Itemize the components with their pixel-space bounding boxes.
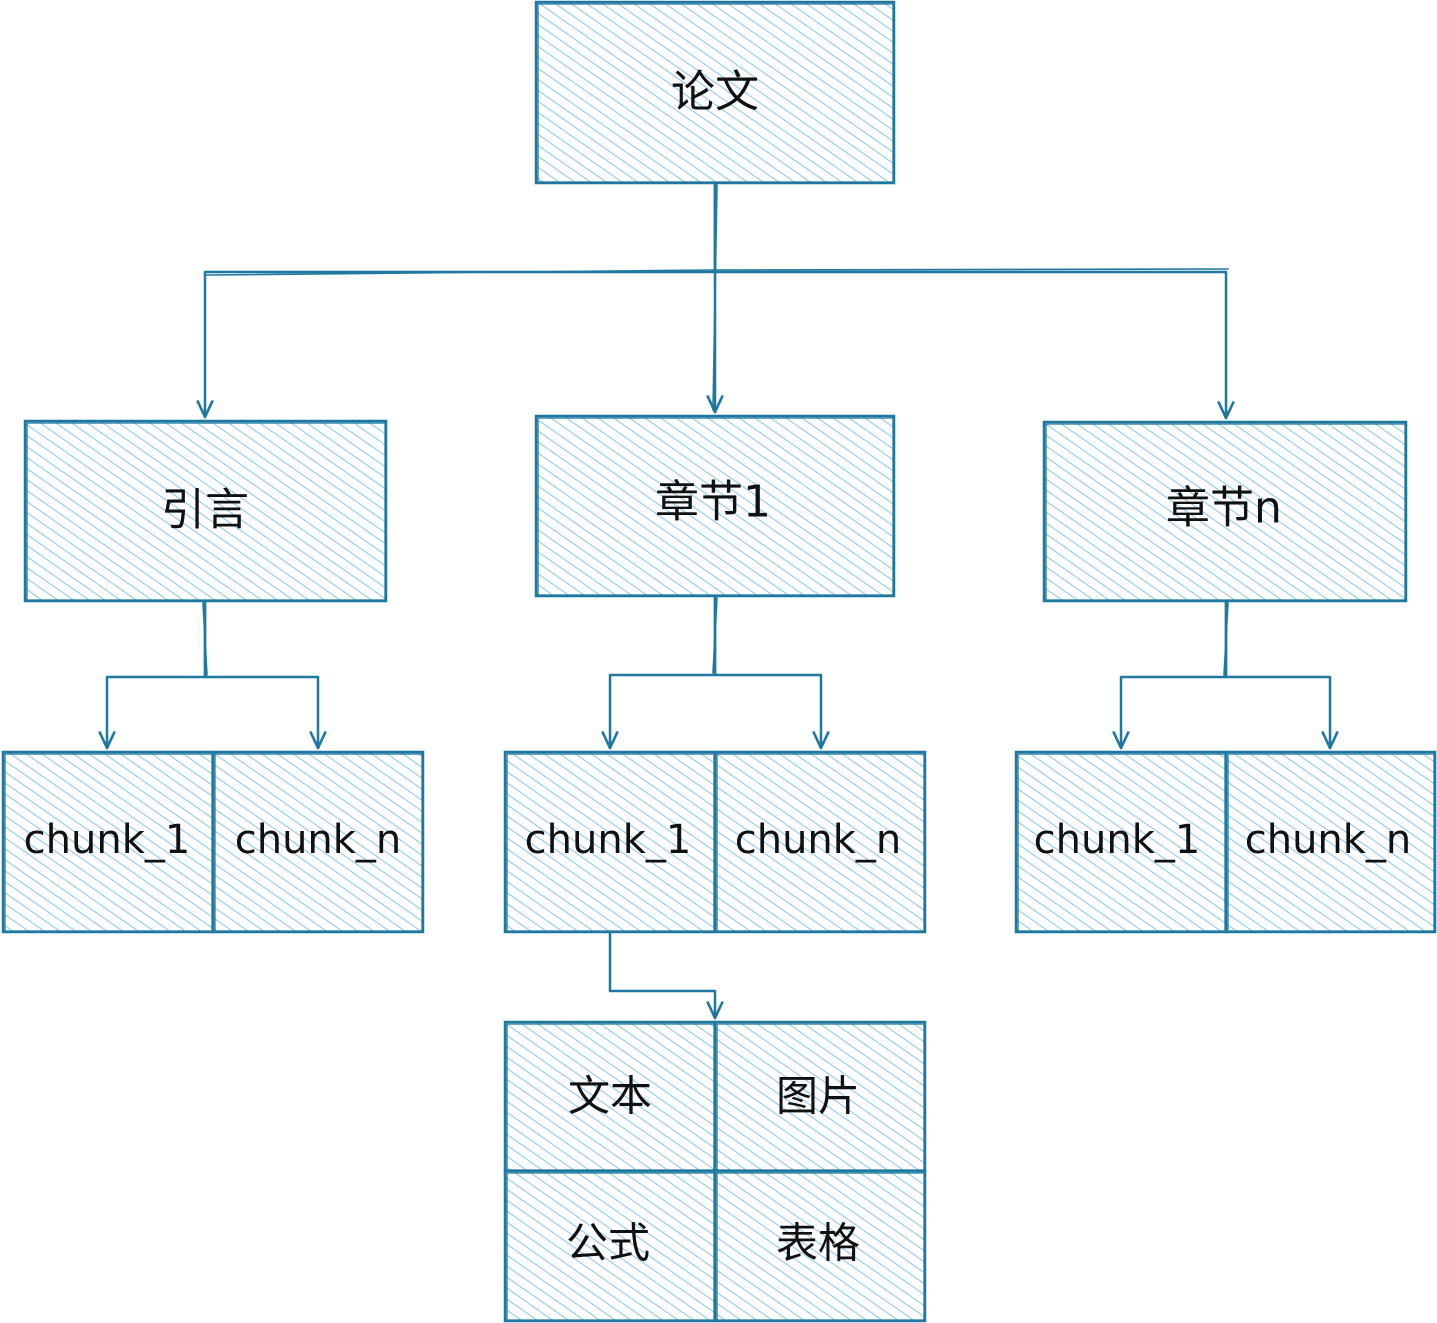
content-formula-label: 公式: [566, 1219, 650, 1268]
intro-chunk-n: chunk_n: [211, 750, 425, 934]
node-section-n: 章节n: [1042, 420, 1408, 603]
edge-paper-to-intro: [196, 181, 717, 419]
content-image-label: 图片: [776, 1072, 860, 1121]
edge-chunk-1-to-content: [608, 930, 724, 1020]
section-1-chunk-1: chunk_1: [503, 750, 717, 934]
section-n-chunk-n: chunk_n: [1224, 750, 1437, 934]
edge-sketch-stroke: [206, 268, 1229, 276]
edge-sketch-stroke: [1223, 602, 1229, 676]
section-n-chunk-1: chunk_1: [1014, 750, 1228, 934]
intro-chunk-group: chunk_1 chunk_n: [1, 750, 425, 934]
section-1-chunk-group: chunk_1 chunk_n: [503, 750, 927, 934]
content-image: 图片: [713, 1020, 927, 1173]
content-formula: 公式: [503, 1169, 717, 1323]
node-paper: 论文: [534, 0, 896, 185]
node-paper-label: 论文: [671, 67, 759, 118]
node-section-1-label: 章节1: [655, 477, 771, 528]
content-table: 表格: [713, 1169, 927, 1323]
node-section-1: 章节1: [534, 414, 896, 598]
node-intro-label: 引言: [161, 485, 249, 536]
section-1-chunk-n-label: chunk_n: [735, 817, 902, 863]
section-n-chunk-n-label: chunk_n: [1245, 817, 1412, 863]
node-intro: 引言: [23, 419, 388, 603]
edge-section-n-to-chunk-1: [1112, 599, 1228, 750]
edge-section-1-to-chunk-n: [713, 594, 830, 750]
edge-section-1-to-chunk-1: [601, 594, 717, 750]
edge-paper-to-section-n: [713, 181, 1235, 420]
section-1-chunk-1-label: chunk_1: [525, 817, 692, 863]
content-type-group: 文本 图片 公式 表格: [503, 1020, 927, 1323]
section-n-chunk-group: chunk_1 chunk_n: [1014, 750, 1437, 934]
edge-sketch-stroke: [712, 184, 718, 411]
connector-lines: [98, 181, 1339, 1020]
edge-intro-to-chunk-1: [98, 599, 207, 750]
section-1-chunk-n: chunk_n: [713, 750, 927, 934]
intro-chunk-1: chunk_1: [1, 750, 215, 934]
intro-chunk-n-label: chunk_n: [235, 817, 402, 863]
edge-sketch-stroke: [712, 597, 718, 674]
edge-sketch-stroke: [202, 602, 208, 676]
content-table-label: 表格: [776, 1219, 860, 1268]
content-text-label: 文本: [568, 1072, 652, 1121]
section-n-chunk-1-label: chunk_1: [1034, 817, 1201, 863]
edge-section-n-to-chunk-n: [1224, 599, 1339, 750]
edge-intro-to-chunk-n: [203, 599, 327, 750]
node-section-n-label: 章节n: [1166, 483, 1282, 534]
intro-chunk-1-label: chunk_1: [24, 817, 191, 863]
content-text: 文本: [503, 1020, 717, 1173]
